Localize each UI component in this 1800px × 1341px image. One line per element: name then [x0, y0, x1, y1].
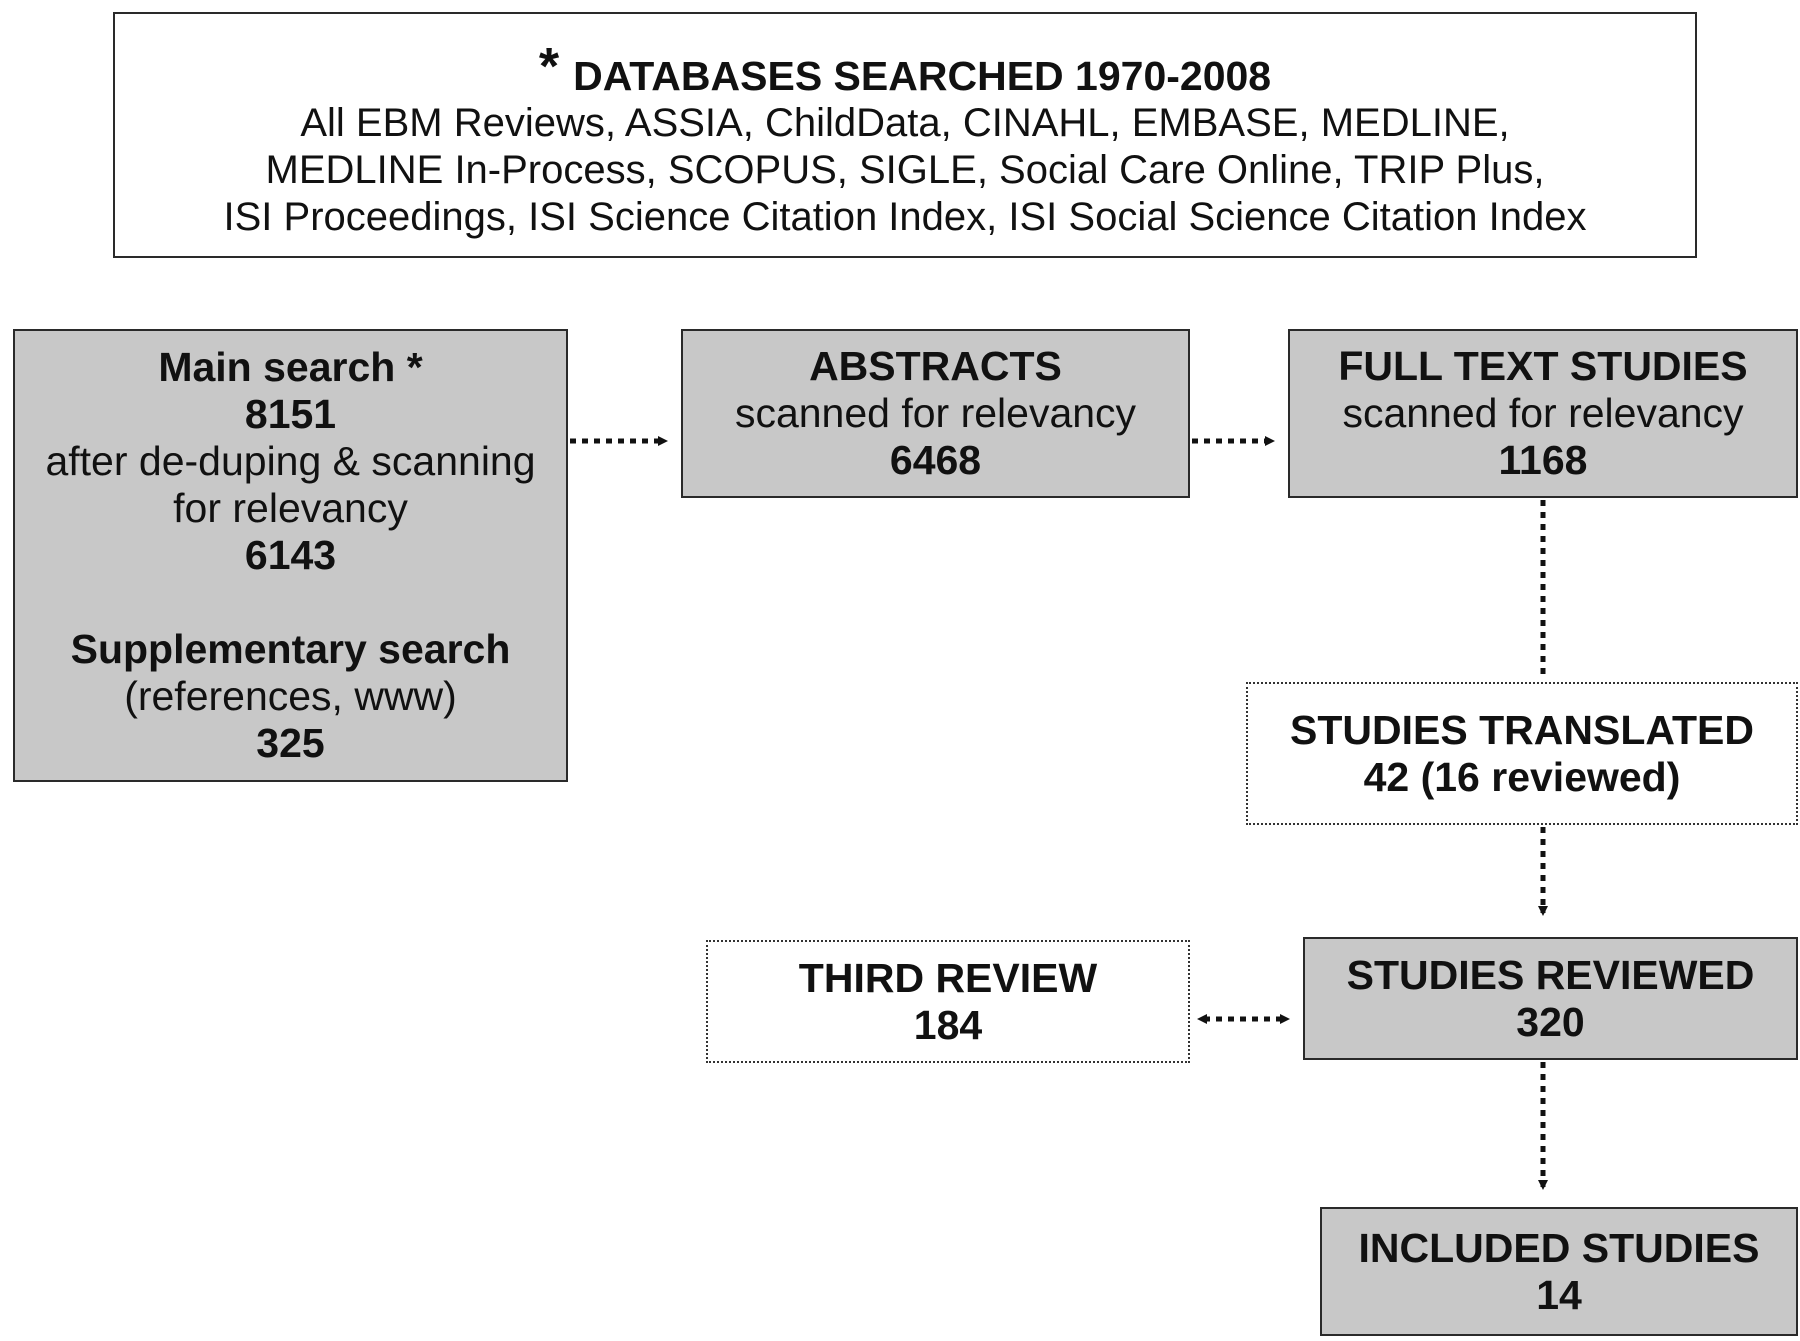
databases-list-line-2: MEDLINE In-Process, SCOPUS, SIGLE, Socia… [265, 148, 1545, 192]
reviewed-count: 320 [1516, 998, 1585, 1045]
third-review-title: THIRD REVIEW [798, 954, 1098, 1001]
main-search-count-after-dedupe: 6143 [244, 532, 337, 578]
databases-title-line: * DATABASES SEARCHED 1970-2008 [539, 41, 1272, 100]
supplementary-search-desc: (references, www) [124, 673, 457, 719]
supplementary-search-count: 325 [256, 720, 325, 766]
main-search-title: Main search * [158, 344, 423, 390]
studies-translated-box: STUDIES TRANSLATED 42 (16 reviewed) [1246, 682, 1798, 825]
full-text-studies-box: FULL TEXT STUDIES scanned for relevancy … [1288, 329, 1798, 498]
abstracts-title: ABSTRACTS [809, 343, 1062, 389]
databases-box: * DATABASES SEARCHED 1970-2008 All EBM Re… [113, 12, 1697, 258]
main-search-box: Main search * 8151 after de-duping & sca… [13, 329, 568, 782]
full-text-count: 1168 [1498, 437, 1588, 483]
third-review-count: 184 [913, 1001, 983, 1048]
studies-reviewed-box: STUDIES REVIEWED 320 [1303, 937, 1798, 1060]
third-review-box: THIRD REVIEW 184 [706, 940, 1190, 1063]
abstracts-count: 6468 [889, 437, 982, 483]
databases-title: DATABASES SEARCHED 1970-2008 [573, 53, 1272, 99]
translated-title: STUDIES TRANSLATED [1290, 706, 1754, 753]
databases-asterisk: * [538, 38, 560, 96]
databases-list-line-1: All EBM Reviews, ASSIA, ChildData, CINAH… [300, 101, 1510, 145]
databases-list-line-3: ISI Proceedings, ISI Science Citation In… [223, 195, 1587, 239]
abstracts-desc: scanned for relevancy [734, 390, 1137, 436]
included-studies-box: INCLUDED STUDIES 14 [1320, 1207, 1798, 1336]
main-search-count: 8151 [244, 391, 337, 437]
abstracts-box: ABSTRACTS scanned for relevancy 6468 [681, 329, 1190, 498]
included-title: INCLUDED STUDIES [1358, 1224, 1760, 1271]
main-search-desc-line-2: for relevancy [173, 485, 408, 531]
full-text-title: FULL TEXT STUDIES [1338, 343, 1748, 389]
supplementary-search-title: Supplementary search [70, 626, 511, 672]
full-text-desc: scanned for relevancy [1342, 390, 1744, 436]
included-count: 14 [1536, 1271, 1582, 1318]
main-search-desc-line-1: after de-duping & scanning [45, 438, 536, 484]
reviewed-title: STUDIES REVIEWED [1346, 951, 1755, 998]
translated-count: 42 (16 reviewed) [1363, 753, 1681, 800]
